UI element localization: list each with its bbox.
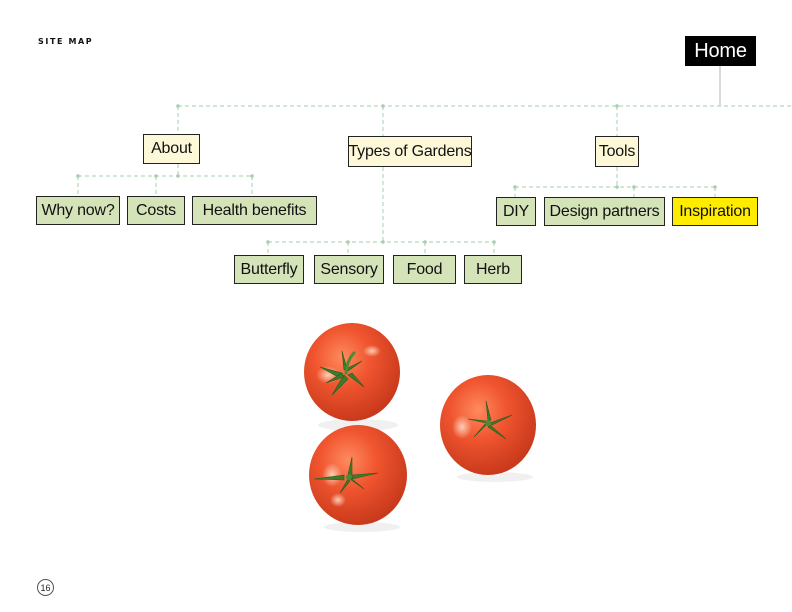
sitemap-node-why-now[interactable]: Why now? (36, 196, 120, 225)
sitemap-node-sensory[interactable]: Sensory (314, 255, 384, 284)
sitemap-node-home[interactable]: Home (685, 36, 756, 66)
sitemap-node-diy[interactable]: DIY (496, 197, 536, 226)
sitemap-node-types-of-gardens[interactable]: Types of Gardens (348, 136, 472, 167)
tomatoes-illustration (304, 323, 536, 532)
sitemap-node-herb[interactable]: Herb (464, 255, 522, 284)
sitemap-node-butterfly[interactable]: Butterfly (234, 255, 304, 284)
tomato-icon (440, 375, 536, 482)
sitemap-node-costs[interactable]: Costs (127, 196, 185, 225)
page-number: 16 (37, 579, 54, 596)
tomato-icon (304, 323, 400, 431)
sitemap-node-health-benefits[interactable]: Health benefits (192, 196, 317, 225)
page-title: SITE MAP (38, 37, 94, 46)
sitemap-node-food[interactable]: Food (393, 255, 456, 284)
sitemap-node-inspiration[interactable]: Inspiration (672, 197, 758, 226)
sitemap-node-tools[interactable]: Tools (595, 136, 639, 167)
tomato-icon (309, 425, 407, 532)
sitemap-node-about[interactable]: About (143, 134, 200, 164)
sitemap-node-design-partners[interactable]: Design partners (544, 197, 665, 226)
